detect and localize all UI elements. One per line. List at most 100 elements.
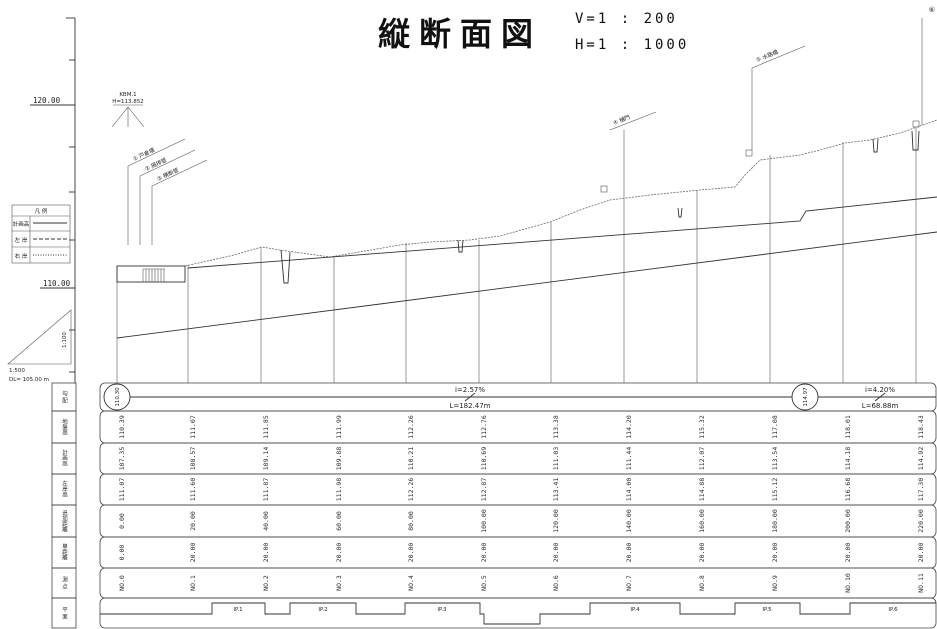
table-row-frame (99, 536, 937, 569)
alignment-point: IP.5 (762, 607, 772, 613)
callout-leader (151, 159, 208, 187)
station-lines (116, 128, 917, 383)
slope-triangle-shape (7, 309, 72, 365)
table-cell: 111.85 (262, 415, 270, 439)
table-cell: 200.00 (844, 509, 852, 533)
table-cell: NO.8 (698, 575, 706, 591)
table-cell: 20.00 (262, 543, 270, 563)
weir-hatch (142, 268, 165, 282)
table-cell: 111.07 (118, 478, 126, 502)
callout-leader (751, 45, 806, 69)
table-cell: NO.11 (917, 573, 925, 593)
alignment-point: IP.6 (888, 607, 898, 613)
grade-break-circle (103, 383, 131, 411)
grade-break-value: 110.30 (115, 387, 121, 407)
table-cell: 114.92 (917, 447, 925, 471)
row-label: 地盤高 (61, 418, 68, 437)
alignment-point: IP.2 (318, 607, 327, 613)
table-cell: 20.00 (189, 543, 197, 563)
table-cell: 110.69 (480, 447, 488, 471)
table-cell: 114.20 (625, 415, 633, 439)
elevation-marker (600, 185, 608, 193)
table-cell: 109.14 (262, 447, 270, 471)
table-cell: 114.18 (844, 447, 852, 471)
table-cell: 112.26 (407, 415, 415, 439)
alignment-point: IP.1 (233, 607, 242, 613)
table-row-frame (99, 504, 937, 538)
weir-structure (116, 265, 186, 283)
table-cell: 111.99 (335, 415, 343, 439)
benchmark: KBM.1 H=113.852 (111, 92, 145, 128)
table-cell: NO.2 (262, 575, 270, 591)
table-cell: 111.03 (552, 447, 560, 471)
legend-frame (11, 204, 71, 264)
alignment-point: IP.3 (437, 607, 447, 613)
table-cell: NO.1 (189, 575, 197, 591)
ground-profile-line (184, 119, 937, 267)
row-label-cell (51, 597, 77, 629)
slope-triangle-label: 1:100 (62, 332, 68, 348)
table-cell: NO.7 (625, 575, 633, 591)
table-row-frame (99, 567, 937, 599)
table-cell: 20.00 (189, 511, 197, 531)
vertical-scale: V=1 : 200 (575, 11, 678, 27)
table-cell: 110.39 (118, 415, 126, 439)
slope-length: L=68.88m (862, 402, 899, 410)
table-cell: 112.26 (407, 478, 415, 502)
legend: 凡 例 計画高 左 岸 右 岸 (11, 204, 71, 264)
table-row-frame (99, 410, 937, 444)
table-cell: 0.00 (118, 545, 126, 561)
slope-triangle: 1:100 (7, 309, 72, 365)
legend-item-label: 左 岸 (15, 236, 28, 244)
table-cell: 20.00 (335, 543, 343, 563)
table-cell: 120.00 (552, 509, 560, 533)
alignment-point: IP.4 (630, 607, 640, 613)
callout-leader (609, 111, 657, 131)
row-label: 平 面 (61, 606, 68, 620)
scale-ratio: 1:500 (9, 368, 25, 374)
table-cell: 40.00 (262, 511, 270, 531)
callout-leader (139, 149, 196, 177)
ground-dip (457, 239, 464, 253)
elevation-label-upper: 120.00 (33, 96, 61, 105)
plan-profile-line (187, 196, 937, 269)
ground-dip (911, 130, 920, 151)
structure-label: ③ 横断管 (155, 166, 180, 183)
table-cell: 100.00 (480, 509, 488, 533)
table-cell: 111.98 (335, 478, 343, 502)
table-row-frame (99, 597, 937, 629)
table-cell: 113.41 (552, 478, 560, 502)
elevation-marker (912, 120, 920, 128)
table-cell: 113.54 (771, 447, 779, 471)
table-cell: 20.00 (771, 543, 779, 563)
drawing-title: 縦断面図 (378, 15, 542, 53)
legend-item-label: 計画高 (13, 220, 30, 228)
table-cell: 115.12 (771, 478, 779, 502)
benchmark-height: H=113.852 (112, 99, 144, 105)
ground-dip (280, 249, 291, 284)
grade-break-value: 114.97 (803, 387, 809, 407)
table-cell: 160.00 (698, 509, 706, 533)
table-cell: 112.07 (698, 447, 706, 471)
horizontal-scale: H=1 : 1000 (575, 37, 689, 53)
datum-level: DL= 105.00 m (9, 377, 49, 383)
table-cell: 110.21 (407, 447, 415, 471)
structure-label: ④ 樋門 (612, 113, 632, 127)
table-cell: 111.60 (189, 478, 197, 502)
grade-break-circle (791, 383, 819, 411)
table-cell: 140.00 (625, 509, 633, 533)
table-cell: 112.87 (480, 478, 488, 502)
table-cell: NO.6 (552, 575, 560, 591)
table-cell: 20.00 (698, 543, 706, 563)
table-cell: 114.88 (698, 478, 706, 502)
table-row-frame (99, 442, 937, 475)
alignment-line (100, 602, 936, 625)
table-cell: NO.0 (118, 575, 126, 591)
elevation-label-lower: 110.00 (43, 279, 71, 288)
ground-dip (677, 207, 683, 218)
table-cell: 20.00 (480, 543, 488, 563)
row-label: 左岸高 (61, 480, 68, 499)
table-cell: 0.00 (118, 513, 126, 529)
table-cell: 108.57 (189, 447, 197, 471)
